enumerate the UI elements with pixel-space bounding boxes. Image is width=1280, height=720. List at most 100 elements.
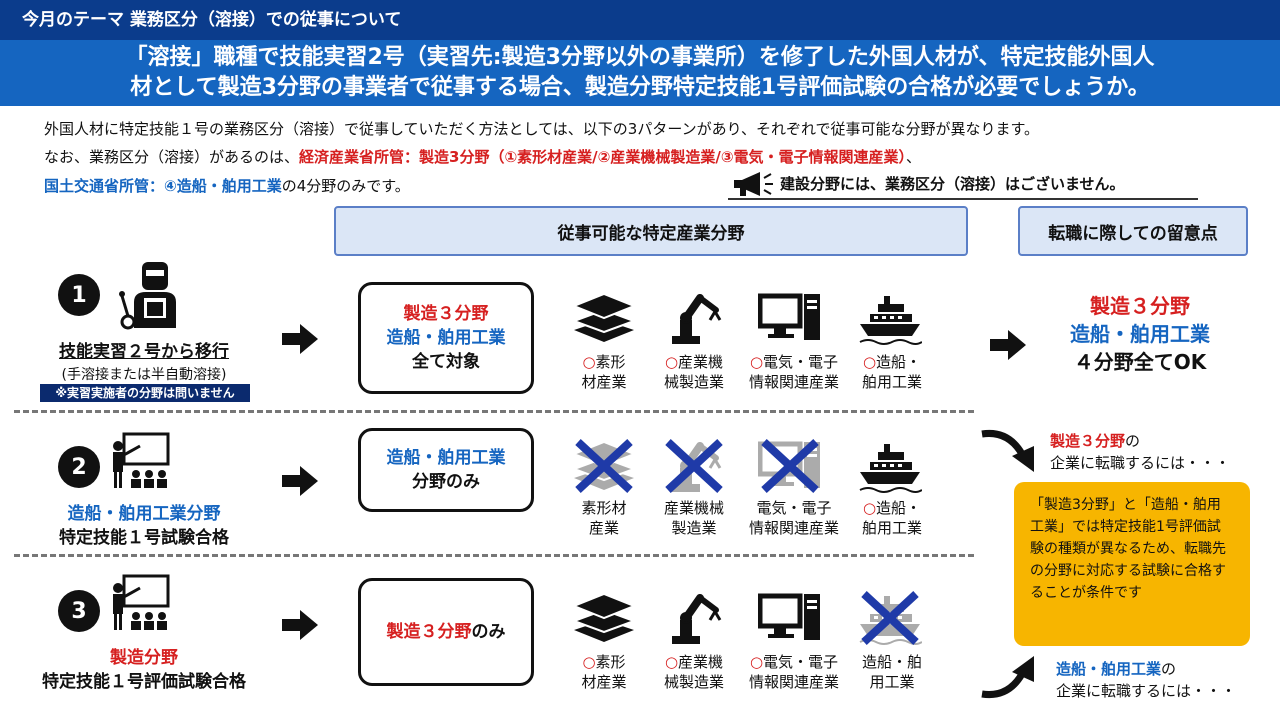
ship-icon [858,438,922,494]
intro-line-3-suffix: の4分野のみです。 [281,177,410,195]
row-1-cat-4: ○造船・舶用工業 [842,352,942,392]
row-2-scope-box: 造船・舶用工業 分野のみ [358,428,534,512]
row-1-result-arrow-icon [990,330,1026,360]
row-3-scope-box: 製造３分野のみ [358,578,534,686]
row-2-number: 2 [58,446,100,488]
row-2-cat-4-text1: 造船・ [876,499,922,517]
row-3-scope-black: のみ [471,622,506,642]
curved-arrow-down-icon [981,429,1034,472]
intro-line-2: なお、業務区分（溶接）があるのは、経済産業省所管：製造3分野（①素形材産業/②産… [44,146,921,167]
row-1-cat-2: ○産業機械製造業 [644,352,744,392]
row-2-label-blue: 造船・舶用工業分野 [67,504,221,524]
divider [14,554,974,557]
row-1-cat-1-text1: 素形 [595,353,626,371]
row-1-cat-1: ○素形材産業 [554,352,654,392]
cross-icon [662,438,726,494]
teacher-icon [110,432,170,492]
row-2-label-black: 特定技能１号試験合格 [59,528,229,548]
condition-note: 「製造3分野」と「造船・舶用工業」では特定技能1号評価試験の種類が異なるため、転… [1014,482,1250,646]
row-1-scope-red: 製造３分野 [403,304,489,324]
row-3-arrow-icon [282,610,318,640]
curved-arrow-up-icon [981,656,1034,699]
page-title: 今月のテーマ 業務区分（溶接）での従事について [0,0,1280,40]
row-2-cat-3-text2: 情報関連産業 [748,519,839,537]
row-2-cat-1-text2: 産業 [588,519,619,537]
row-1-cat-4-text2: 舶用工業 [861,373,922,391]
megaphone-icon [734,172,773,196]
row-1-cat-3-mark: ○ [749,353,764,371]
row-1-label: 技能実習２号から移行 [59,342,229,362]
row-1-result-black: ４分野全てOK [1073,350,1207,374]
question-line-2: 材として製造3分野の事業者で従事する場合、製造分野特定技能1号評価試験の合格が必… [130,75,1150,100]
row-3-cat-4: 造船・舶用工業 [842,652,942,692]
row-1-note: ※実習実施者の分野は問いません [40,384,250,402]
row-2-cat-3-text1: 電気・電子 [756,499,832,517]
caution-bottom: 造船・舶用工業の 企業に転職するには・・・ [1056,658,1236,702]
row-3-cat-2: ○産業機械製造業 [644,652,744,692]
row-2-arrow-icon [282,466,318,496]
row-1-scope-black: 全て対象 [412,352,480,372]
cross-icon [572,438,636,494]
row-1-cat-3-text1: 電気・電子 [763,353,839,371]
row-2-cat-1: 素形材産業 [554,498,654,538]
row-2-cat-3: 電気・電子情報関連産業 [738,498,850,538]
robot-arm-icon [662,590,726,646]
caution-bottom-blue: 造船・舶用工業 [1056,660,1162,678]
row-1-scope-box: 製造３分野 造船・舶用工業 全て対象 [358,282,534,394]
caution-bottom-line2: 企業に転職するには・・・ [1056,682,1237,700]
row-3-scope-red: 製造３分野 [386,622,472,642]
row-3-cat-1-mark: ○ [582,653,596,671]
row-3-cat-3-text2: 情報関連産業 [748,673,839,691]
row-3-cat-1: ○素形材産業 [554,652,654,692]
row-1-result-red: 製造３分野 [1090,294,1190,318]
caution-top-red: 製造３分野 [1050,432,1126,450]
caution-header: 転職に際しての留意点 [1018,206,1248,256]
row-3-label-black: 特定技能１号評価試験合格 [42,672,246,692]
row-3-cat-3-text1: 電気・電子 [763,653,839,671]
caution-bottom-suffix: の [1161,660,1177,678]
intro-line-2-prefix: なお、業務区分（溶接）があるのは、 [44,148,300,166]
row-3-cat-2-text1: 産業機 [678,653,724,671]
layers-icon [572,590,636,646]
intro-line-2-red: 経済産業省所管：製造3分野（①素形材産業/②産業機械製造業/③電気・電子情報関連… [299,148,907,166]
row-3-label-red: 製造分野 [110,648,178,668]
row-3-cat-4-text2: 用工業 [869,673,915,691]
row-1-cat-2-mark: ○ [664,353,679,371]
row-3-cat-3: ○電気・電子情報関連産業 [738,652,850,692]
row-1-result: 製造３分野 造船・舶用工業 ４分野全てOK [1040,292,1240,376]
caution-top-suffix: の [1125,432,1141,450]
row-1-cat-3: ○電気・電子情報関連産業 [738,352,850,392]
row-1-cat-3-text2: 情報関連産業 [748,373,839,391]
row-2-cat-2-text2: 製造業 [671,519,717,537]
row-1-cat-4-text1: 造船・ [876,353,922,371]
row-2-cat-4-mark: ○ [862,499,877,517]
intro-line-1: 外国人材に特定技能１号の業務区分（溶接）で従事していただく方法としては、以下の3… [44,120,1040,138]
row-3-cat-2-text2: 械製造業 [663,673,724,691]
row-3-cat-2-mark: ○ [664,653,679,671]
computer-icon [758,290,822,346]
row-2-cat-4-text2: 舶用工業 [861,519,922,537]
row-3-cat-1-text1: 素形 [595,653,626,671]
ship-icon [858,290,922,346]
row-2-cat-4: ○造船・舶用工業 [842,498,942,538]
robot-arm-icon [662,290,726,346]
row-1-cat-1-mark: ○ [582,353,596,371]
row-1-cat-1-text2: 材産業 [581,373,627,391]
row-3-cat-3-mark: ○ [749,653,764,671]
fields-header: 従事可能な特定産業分野 [334,206,968,256]
question-banner: 「溶接」職種で技能実習2号（実習先:製造3分野以外の事業所）を修了した外国人材が… [0,40,1280,106]
notice-text: 建設分野には、業務区分（溶接）はございません。 [780,175,1125,193]
row-2-cat-2: 産業機械製造業 [644,498,744,538]
row-3-cat-1-text2: 材産業 [581,673,627,691]
cross-icon [858,590,922,646]
row-2-scope-black: 分野のみ [412,472,480,492]
intro-line-3: 国土交通省所管：④造船・舶用工業の4分野のみです。 [44,175,410,196]
row-1-number: 1 [58,274,100,316]
intro-line-3-blue: 国土交通省所管：④造船・舶用工業 [44,177,282,195]
computer-icon [758,590,822,646]
row-3-number: 3 [58,590,100,632]
row-1-result-blue: 造船・舶用工業 [1070,322,1210,346]
intro-line-2-suffix: 、 [906,148,922,166]
cross-icon [758,438,822,494]
row-2-cat-1-text1: 素形材 [581,499,627,517]
